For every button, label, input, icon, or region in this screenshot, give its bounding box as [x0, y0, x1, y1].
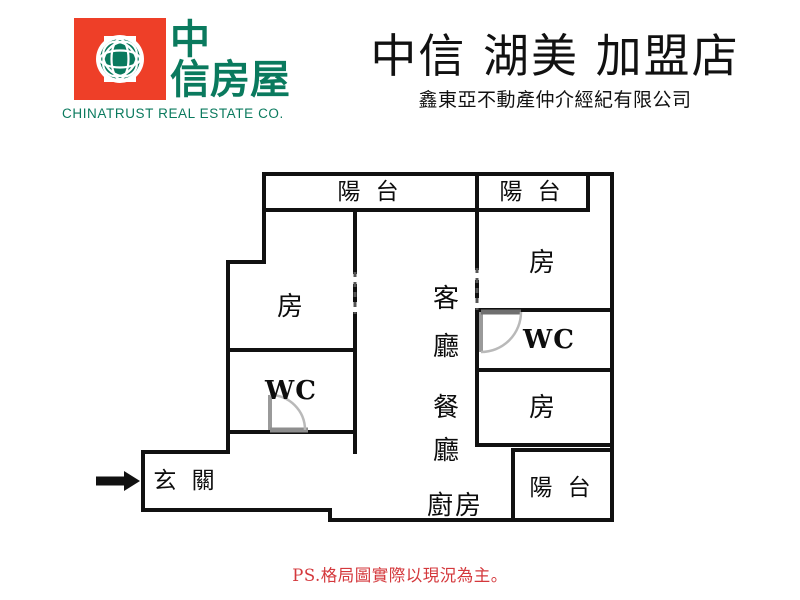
label-balcony-top-right: 陽 台	[499, 179, 564, 205]
chinatrust-logo: 中 信房屋 CHINATRUST REAL ESTATE CO.	[62, 18, 307, 133]
label-dining-char1: 餐	[433, 393, 459, 423]
logo-chinese-line2: 信房屋	[170, 57, 290, 103]
label-wc-right: WC	[522, 325, 575, 355]
chinatrust-logo-mark	[74, 18, 166, 100]
page-header: 中 信房屋 CHINATRUST REAL ESTATE CO. 中信 湖美 加…	[0, 0, 800, 145]
label-living-char2: 廳	[433, 332, 459, 362]
door-swing-wc-left	[268, 393, 308, 433]
logo-chinese-name: 中 信房屋	[170, 20, 302, 100]
logo-chinese-line1: 中	[170, 17, 210, 63]
store-title: 中信 湖美 加盟店	[370, 29, 740, 83]
label-living-char1: 客	[433, 284, 459, 314]
label-room-bottom-right: 房	[529, 393, 557, 423]
label-dining-char2: 廳	[433, 436, 459, 466]
floorplan-drawing: 陽 台 陽 台 房 WC 客 廳 餐 廳 廚房 房 WC 房 陽 台 玄 關	[96, 172, 614, 522]
entry-direction-arrow	[96, 471, 140, 491]
door-swing-wc-right	[479, 309, 523, 354]
label-entrance: 玄 關	[153, 468, 218, 494]
label-kitchen: 廚房	[427, 491, 483, 521]
door-opening-markers	[353, 268, 479, 314]
company-name: 鑫東亞不動產仲介經紀有限公司	[418, 89, 692, 111]
disclaimer-note: PS.格局圖實際以現況為主。	[292, 566, 508, 585]
label-balcony-bottom: 陽 台	[529, 475, 594, 501]
title-block: 中信 湖美 加盟店 鑫東亞不動產仲介經紀有限公司	[320, 28, 790, 138]
label-balcony-top-left: 陽 台	[337, 179, 402, 205]
label-room-left: 房	[277, 292, 305, 322]
label-living-dining: 客 廳 餐 廳	[433, 284, 459, 466]
logo-english-name: CHINATRUST REAL ESTATE CO.	[62, 106, 284, 121]
label-wc-left: WC	[264, 376, 317, 406]
floorplan: 陽 台 陽 台 房 WC 客 廳 餐 廳 廚房 房 WC 房 陽 台 玄 關	[0, 145, 800, 555]
label-room-top-right: 房	[529, 248, 557, 278]
